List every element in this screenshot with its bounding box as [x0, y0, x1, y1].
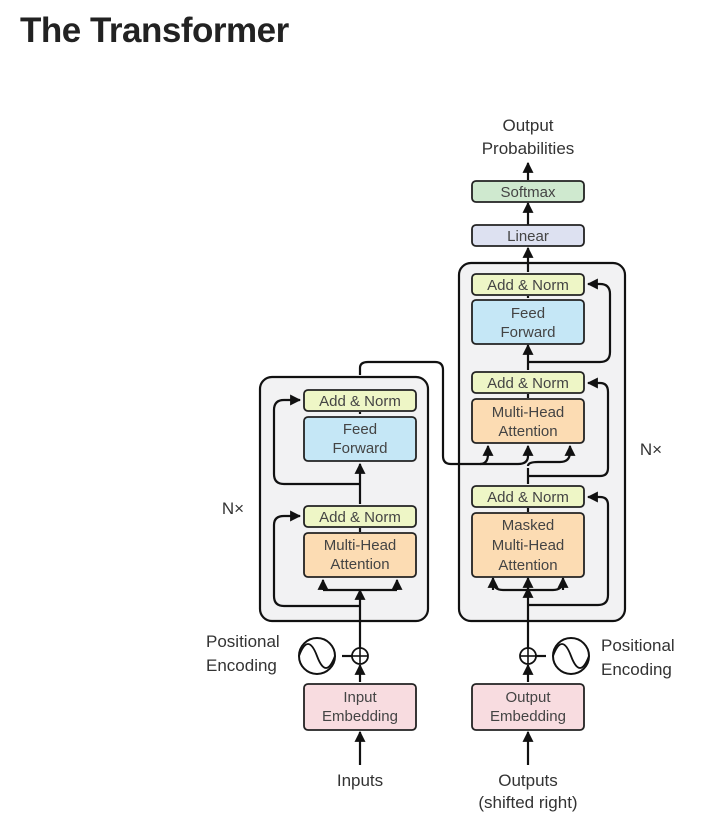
decoder-masked-attention: Masked Multi-Head Attention [471, 512, 585, 578]
svg-text:Softmax: Softmax [500, 184, 556, 201]
page-title: The Transformer [20, 11, 289, 50]
output-probabilities-label-line2: Probabilities [482, 139, 575, 158]
svg-text:Feed: Feed [343, 421, 377, 438]
svg-text:Embedding: Embedding [322, 708, 398, 725]
svg-text:Multi-Head: Multi-Head [324, 537, 397, 554]
linear-box: Linear [471, 224, 585, 247]
outputs-label-line1: Outputs [498, 771, 558, 790]
svg-text:Output: Output [505, 689, 551, 706]
svg-text:Attention: Attention [330, 556, 389, 573]
decoder-feed-forward: Feed Forward [471, 299, 585, 345]
svg-text:Add & Norm: Add & Norm [487, 277, 569, 294]
softmax-box: Softmax [471, 180, 585, 203]
encoder-repeat-label: N× [222, 499, 244, 518]
svg-text:Add & Norm: Add & Norm [319, 393, 401, 410]
encoder-stack [258, 375, 430, 623]
decoder-repeat-label: N× [640, 440, 662, 459]
decoder-add-norm-bottom: Add & Norm [471, 485, 585, 508]
decoder-add-norm-top: Add & Norm [471, 273, 585, 296]
svg-text:Add & Norm: Add & Norm [487, 375, 569, 392]
svg-text:Linear: Linear [507, 228, 549, 245]
decoder-cross-attention: Multi-Head Attention [471, 398, 585, 444]
svg-text:Add & Norm: Add & Norm [487, 489, 569, 506]
svg-text:Masked: Masked [502, 517, 555, 534]
inputs-label: Inputs [337, 771, 383, 790]
output-probabilities-label-line1: Output [502, 116, 553, 135]
decoder-sine-wave-icon [552, 637, 590, 675]
svg-text:Forward: Forward [500, 324, 555, 341]
positional-encoding-left-line1: Positional [206, 632, 280, 651]
svg-text:Attention: Attention [498, 423, 557, 440]
positional-encoding-right-line1: Positional [601, 636, 675, 655]
decoder-add-norm-middle: Add & Norm [471, 371, 585, 394]
outputs-label-line2: (shifted right) [478, 793, 577, 812]
svg-text:Multi-Head: Multi-Head [492, 537, 565, 554]
svg-text:Multi-Head: Multi-Head [492, 404, 565, 421]
decoder-add-circle-icon [519, 647, 537, 665]
encoder-feed-forward: Feed Forward [303, 416, 417, 462]
encoder-add-norm-bottom: Add & Norm [303, 505, 417, 528]
connections [272, 161, 612, 765]
svg-text:Input: Input [343, 689, 377, 706]
svg-text:Attention: Attention [498, 557, 557, 574]
svg-text:Add & Norm: Add & Norm [319, 509, 401, 526]
svg-text:Feed: Feed [511, 305, 545, 322]
positional-encoding-left-line2: Encoding [206, 656, 277, 675]
encoder-sine-wave-icon [298, 637, 336, 675]
encoder-attention: Multi-Head Attention [303, 532, 417, 578]
positional-encoding-right-line2: Encoding [601, 660, 672, 679]
output-embedding-box: Output Embedding [471, 683, 585, 731]
encoder-add-norm-top: Add & Norm [303, 389, 417, 412]
svg-text:Embedding: Embedding [490, 708, 566, 725]
input-embedding-box: Input Embedding [303, 683, 417, 731]
svg-text:Forward: Forward [332, 440, 387, 457]
encoder-add-circle-icon [351, 647, 369, 665]
